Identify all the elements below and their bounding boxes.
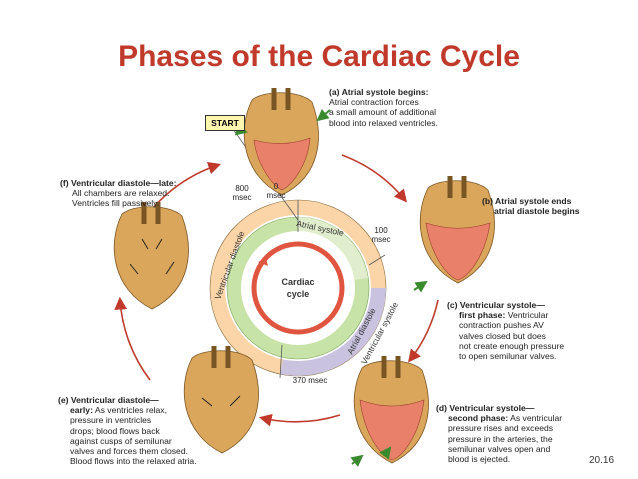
phase-b-label: (b) Atrial systole ends atrial diastole … (482, 196, 580, 217)
inner-cycle-ring (251, 241, 345, 335)
slide-title: Phases of the Cardiac Cycle (118, 40, 520, 73)
time-370-msec: 370 msec (292, 376, 328, 385)
heart-e (183, 346, 259, 454)
phase-f-label: (f) Ventricular diastole—late: All chamb… (60, 178, 177, 209)
phase-e-label: (e) Ventricular diastole— early: As vent… (58, 395, 197, 467)
arrow-d-to-e (258, 413, 341, 427)
tick-370-msec (279, 344, 283, 379)
center-label-line2: cycle (287, 289, 310, 299)
phase-a-title: (a) Atrial systole begins: (329, 87, 429, 97)
heart-b (413, 176, 495, 293)
phase-d-label: (d) Ventricular systole— second phase: A… (436, 403, 563, 465)
tick-100-msec (368, 254, 386, 266)
arrow-a-to-b (341, 154, 408, 203)
ring-inner-white (241, 231, 355, 345)
heart-d (350, 356, 429, 467)
inner-cycle-arrowhead (258, 258, 268, 266)
start-box: START (205, 115, 245, 131)
arrow-c-to-d (408, 299, 439, 363)
timing-rings: Atrial systole Ventricular diastole Atri… (209, 124, 400, 379)
figure-number: 20.16 (589, 455, 615, 466)
phase-c-label: (c) Ventricular systole— first phase: Ve… (447, 300, 565, 362)
phase-a-label: (a) Atrial systole begins: Atrial contra… (329, 87, 479, 128)
cycle-arrows (114, 154, 439, 427)
center-label-line1: Cardiac (281, 277, 314, 287)
heart-f (113, 202, 189, 310)
heart-a (229, 88, 331, 196)
arrow-e-to-f (114, 296, 151, 381)
